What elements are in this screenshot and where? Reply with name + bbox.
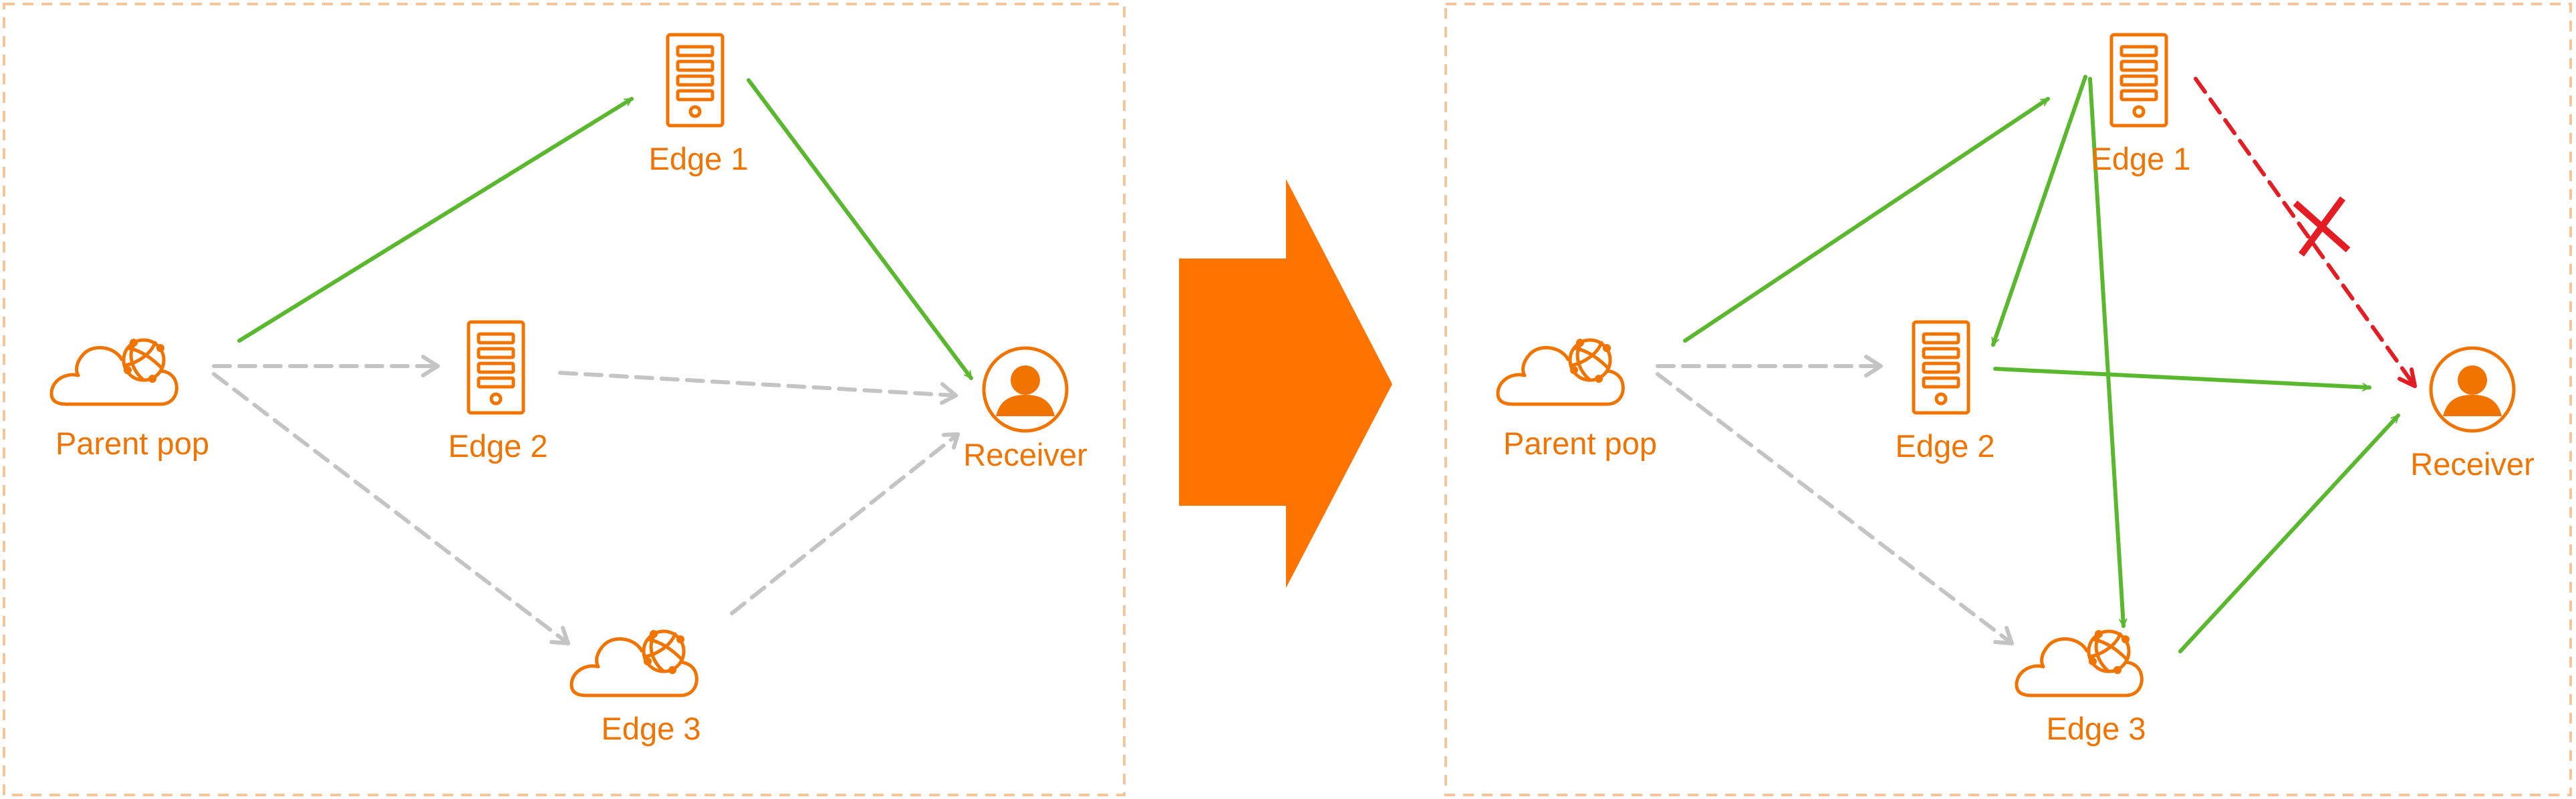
link-parentpop-edge3 <box>1656 372 2014 645</box>
node-label-receiver: Receiver <box>2410 446 2534 482</box>
cloud-network-icon <box>51 339 176 404</box>
link-parentpop-edge1 <box>1683 97 2050 343</box>
node-label-parent-pop: Parent pop <box>1503 426 1657 461</box>
node-label-edge2: Edge 2 <box>1896 428 1995 464</box>
node-label-edge2: Edge 2 <box>448 428 548 464</box>
link-edge1-edge3 <box>2088 77 2128 628</box>
link-edge1-receiver-blocked <box>2194 77 2417 388</box>
server-icon <box>469 322 523 413</box>
before-node-edge1: Edge 1 <box>649 35 749 176</box>
before-node-edge2: Edge 2 <box>448 322 548 464</box>
after-node-edge3: Edge 3 <box>2017 630 2146 746</box>
after-node-edge2: Edge 2 <box>1896 322 1995 464</box>
node-label-parent-pop: Parent pop <box>55 426 209 461</box>
after-panel-frame <box>1444 3 2572 796</box>
right-arrow-icon <box>1179 179 1392 588</box>
link-parentpop-edge3 <box>212 372 570 645</box>
after-panel: Parent pop Edge 1 Edge 2 Edge 3 Receiver <box>1444 3 2572 796</box>
server-icon <box>668 35 723 126</box>
before-node-receiver: Receiver <box>963 348 1087 472</box>
before-panel-frame <box>3 3 1126 796</box>
cloud-network-icon <box>571 630 696 695</box>
cross-icon <box>2293 196 2351 257</box>
cloud-network-icon <box>1498 339 1623 404</box>
link-parentpop-edge2 <box>212 355 440 377</box>
node-label-edge3: Edge 3 <box>602 711 701 746</box>
before-node-parent-pop: Parent pop <box>51 339 209 461</box>
link-edge3-receiver <box>2178 414 2400 653</box>
node-label-edge3: Edge 3 <box>2047 711 2146 746</box>
after-node-edge1: Edge 1 <box>2091 35 2191 176</box>
node-label-receiver: Receiver <box>963 437 1087 472</box>
user-icon <box>984 348 1067 431</box>
after-node-receiver: Receiver <box>2410 348 2535 482</box>
link-parentpop-edge1 <box>237 97 634 343</box>
after-node-parent-pop: Parent pop <box>1498 339 1657 461</box>
link-edge3-receiver <box>730 432 960 615</box>
link-edge2-receiver <box>558 371 958 405</box>
node-label-edge1: Edge 1 <box>649 141 749 176</box>
server-icon <box>1914 322 1968 413</box>
before-links <box>212 78 973 645</box>
link-edge1-receiver <box>747 78 973 380</box>
before-node-edge3: Edge 3 <box>571 630 700 746</box>
server-icon <box>2111 35 2166 126</box>
link-parentpop-edge2 <box>1656 355 1883 377</box>
node-label-edge1: Edge 1 <box>2091 141 2191 176</box>
link-edge2-receiver <box>1993 367 2371 391</box>
after-links <box>1656 75 2417 653</box>
cloud-network-icon <box>2017 630 2142 695</box>
user-icon <box>2431 348 2514 431</box>
before-panel: Parent pop Edge 1 Edge 2 Edge 3 Receiver <box>3 3 1126 796</box>
link-edge1-edge2 <box>1991 75 2087 347</box>
